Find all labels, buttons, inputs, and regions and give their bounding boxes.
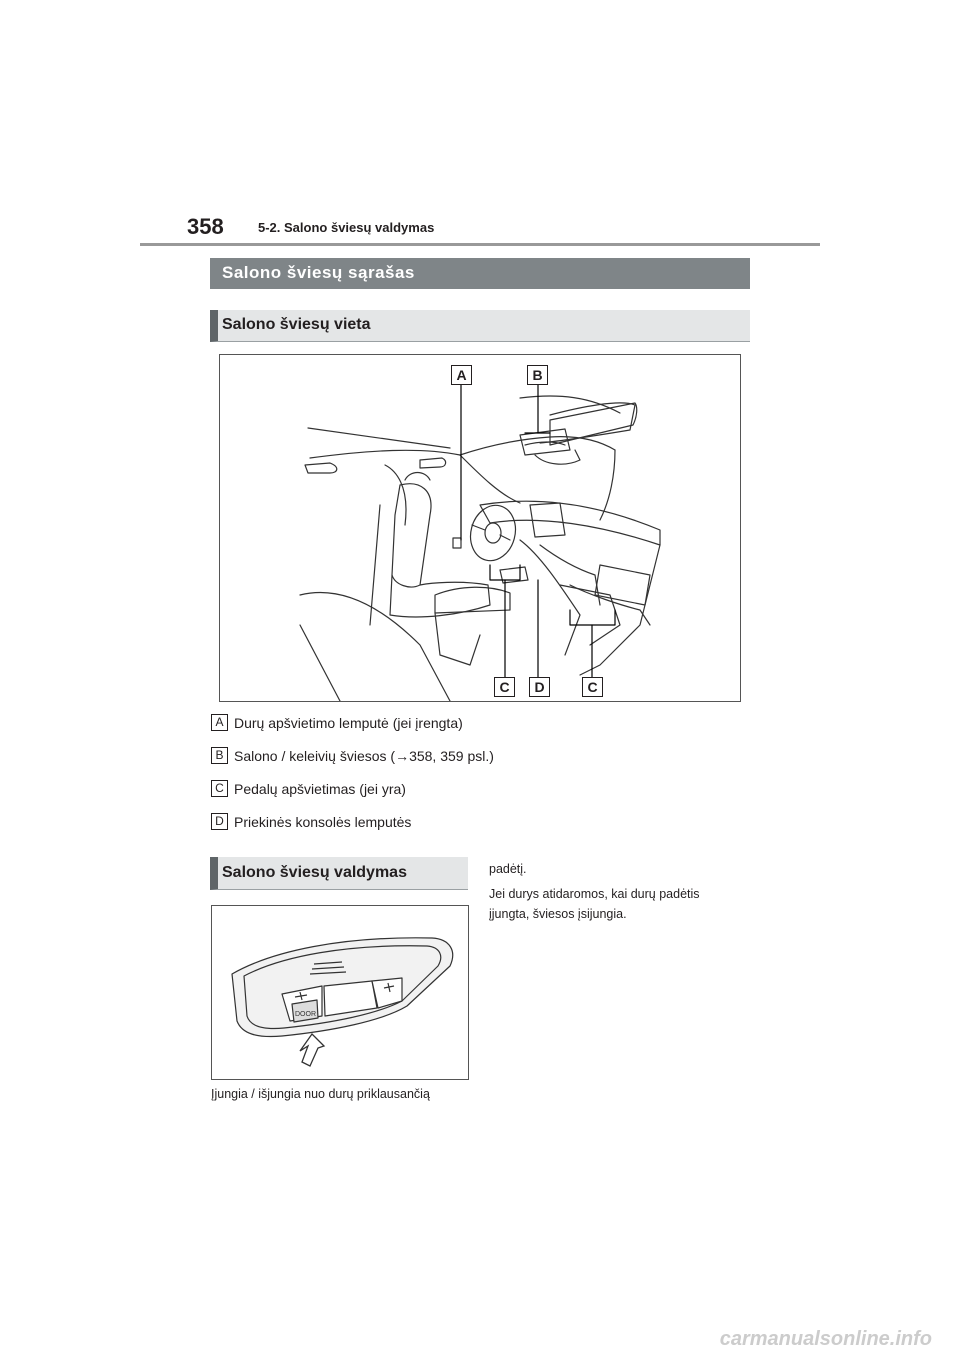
callout-b: B bbox=[527, 365, 548, 385]
callout-c-right: C bbox=[582, 677, 603, 697]
right-col-line3: įjungta, šviesos įsijungia. bbox=[489, 907, 627, 921]
subsection-heading-control: Salono šviesų valdymas bbox=[210, 857, 468, 890]
door-switch-label: DOOR bbox=[295, 1011, 316, 1018]
right-col-line2: Jei durys atidaromos, kai durų padėtis bbox=[489, 887, 700, 901]
interior-lights-location-figure: A B C D C bbox=[219, 354, 741, 702]
door-switch-figure: DOOR bbox=[211, 905, 469, 1080]
legend-key: B bbox=[211, 747, 228, 764]
callout-c-left: C bbox=[494, 677, 515, 697]
legend-key: A bbox=[211, 714, 228, 731]
callout-a: A bbox=[451, 365, 472, 385]
press-arrow-icon bbox=[299, 1032, 326, 1067]
legend-item-c: C Pedalų apšvietimas (jei yra) bbox=[211, 780, 406, 797]
legend-key: C bbox=[211, 780, 228, 797]
legend-item-d: D Priekinės konsolės lemputės bbox=[211, 813, 411, 830]
overhead-console-illustration: DOOR bbox=[231, 937, 454, 1067]
car-interior-illustration bbox=[299, 374, 661, 701]
legend-text: Salono / keleivių šviesos (→358, 359 psl… bbox=[234, 747, 494, 764]
legend-key: D bbox=[211, 813, 228, 830]
right-col-line1: padėtį. bbox=[489, 862, 527, 876]
legend-text: Pedalų apšvietimas (jei yra) bbox=[234, 780, 406, 797]
watermark: carmanualsonline.info bbox=[719, 1328, 932, 1350]
header-rule bbox=[140, 243, 820, 246]
chapter-title: 5-2. Salono šviesų valdymas bbox=[258, 220, 435, 235]
section-heading: Salono šviesų sąrašas bbox=[210, 258, 750, 289]
legend-text: Priekinės konsolės lemputės bbox=[234, 813, 412, 830]
callout-d: D bbox=[529, 677, 550, 697]
legend-item-a: A Durų apšvietimo lemputė (jei įrengta) bbox=[211, 714, 463, 731]
page-number: 358 bbox=[187, 214, 224, 239]
figure2-caption: Įjungia / išjungia nuo durų priklausanči… bbox=[211, 1087, 430, 1101]
subsection-heading-location: Salono šviesų vieta bbox=[210, 310, 750, 342]
legend-item-b: B Salono / keleivių šviesos (→358, 359 p… bbox=[211, 747, 494, 764]
legend-text: Durų apšvietimo lemputė (jei įrengta) bbox=[234, 714, 463, 731]
